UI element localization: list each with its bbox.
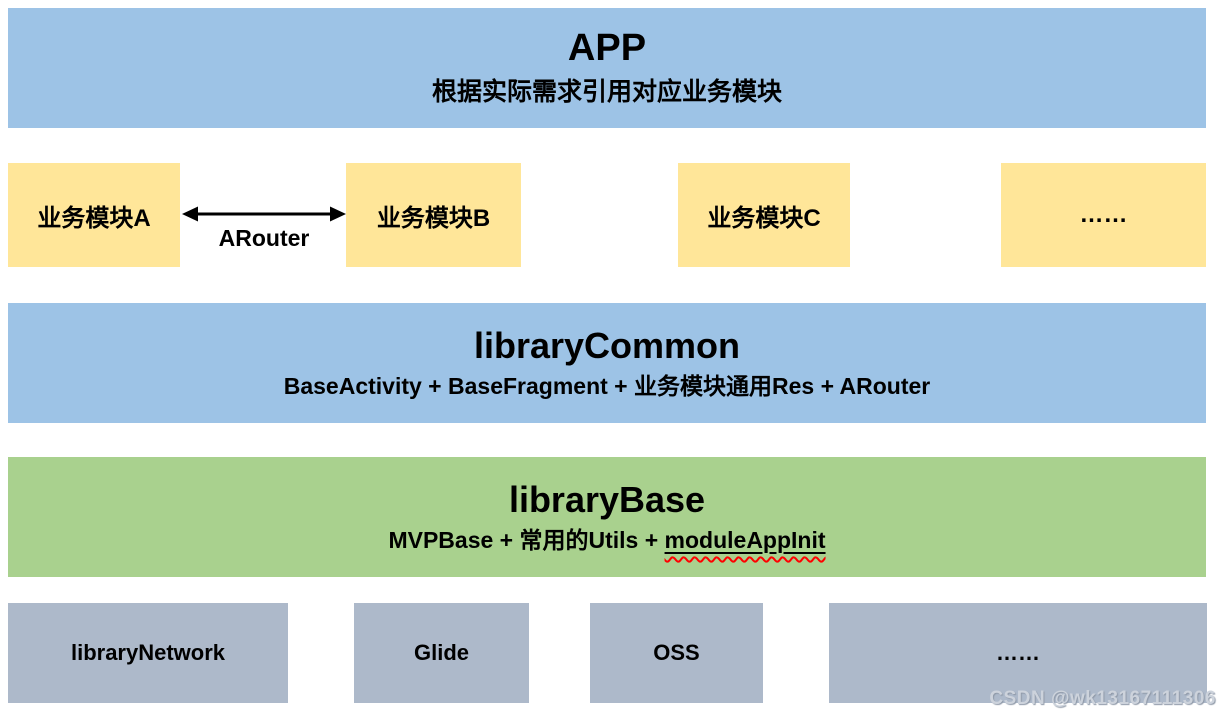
library-base-bar: libraryBase MVPBase + 常用的Utils + moduleA… — [8, 457, 1206, 577]
oss-label: OSS — [653, 640, 700, 665]
business-module-ellipsis-box: …… — [1001, 163, 1206, 267]
app-layer-title: APP — [567, 27, 647, 70]
business-module-b-label: 业务模块B — [376, 204, 491, 232]
business-module-a-label: 业务模块A — [37, 204, 151, 232]
business-module-c-label: 业务模块C — [707, 204, 821, 232]
library-network-label: libraryNetwork — [70, 640, 226, 665]
library-base-subtitle-prefix: MVPBase + 常用的Utils + — [388, 527, 665, 553]
business-module-a-box: 业务模块A — [8, 163, 180, 267]
library-base-title: libraryBase — [508, 478, 706, 520]
glide-label: Glide — [413, 640, 469, 665]
library-base-subtitle: MVPBase + 常用的Utils + moduleAppInit — [388, 524, 825, 556]
arouter-double-arrow-icon — [182, 206, 346, 222]
glide-box: Glide — [354, 603, 529, 703]
module-app-init-squiggle: moduleAppInit — [665, 527, 826, 553]
app-layer-bar: APP 根据实际需求引用对应业务模块 — [8, 8, 1206, 128]
foundation-ellipsis-box: …… — [829, 603, 1207, 703]
app-layer-subtitle: 根据实际需求引用对应业务模块 — [431, 77, 782, 106]
csdn-watermark: CSDN @wk13167111306 — [989, 688, 1216, 709]
library-network-box: libraryNetwork — [8, 603, 288, 703]
library-common-bar: libraryCommon BaseActivity + BaseFragmen… — [8, 303, 1206, 423]
library-common-subtitle: BaseActivity + BaseFragment + 业务模块通用Res … — [283, 373, 931, 399]
library-common-title: libraryCommon — [473, 324, 741, 366]
foundation-ellipsis-label: …… — [996, 640, 1040, 665]
module-app-init-underlined: moduleAppInit — [664, 527, 826, 553]
arouter-arrow-label: ARouter — [218, 225, 310, 251]
business-module-b-box: 业务模块B — [346, 163, 521, 267]
oss-box: OSS — [590, 603, 763, 703]
business-module-ellipsis-label: …… — [1079, 201, 1128, 228]
business-module-c-box: 业务模块C — [678, 163, 850, 267]
